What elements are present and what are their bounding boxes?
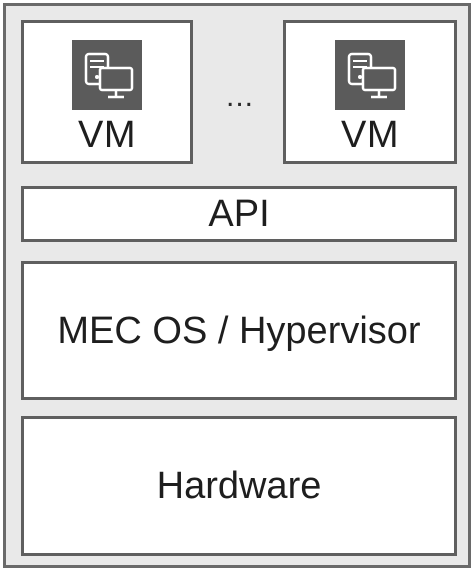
- os-hypervisor-label: MEC OS / Hypervisor: [57, 309, 421, 352]
- architecture-diagram: VM ... VM API MEC OS / Hypervisor Hardwa…: [3, 3, 471, 568]
- ellipsis: ...: [225, 80, 254, 113]
- vm-label: VM: [341, 114, 399, 156]
- api-label: API: [208, 193, 270, 235]
- vm-box-right: VM: [283, 20, 457, 164]
- hardware-layer: Hardware: [21, 416, 457, 556]
- api-layer: API: [21, 186, 457, 242]
- hardware-label: Hardware: [156, 465, 322, 507]
- server-computer-icon: [72, 40, 142, 110]
- server-computer-icon: [335, 40, 405, 110]
- vm-label: VM: [78, 114, 136, 156]
- vm-box-left: VM: [21, 20, 193, 164]
- os-hypervisor-layer: MEC OS / Hypervisor: [21, 261, 457, 400]
